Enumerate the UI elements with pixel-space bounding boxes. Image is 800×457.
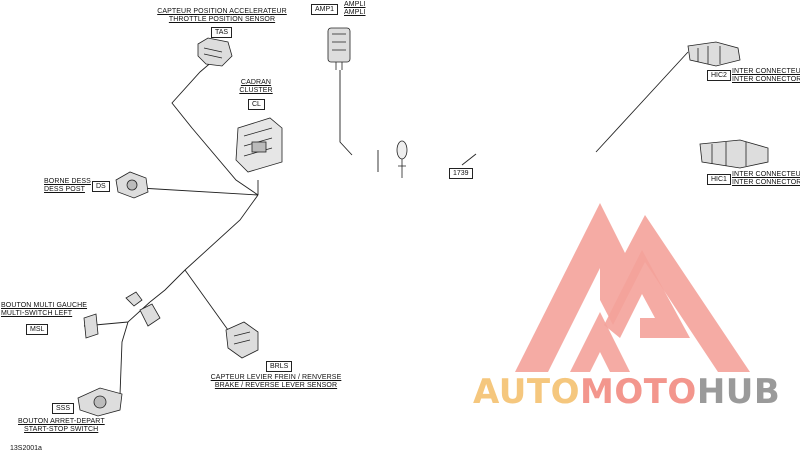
ds-label-fr: BORNE DESS [44,178,91,185]
tas-label-fr: CAPTEUR POSITION ACCELERATEUR [157,8,287,15]
harness-wires [83,51,689,396]
cluster-code-box: CL [248,99,265,110]
cluster-label-fr: CADRAN [240,79,272,86]
tas-code-box: TAS [211,27,233,38]
amp-connector-icon [327,27,351,70]
watermark-text: AUTOMOTOHUB [473,372,780,412]
hic1-connector-icon [699,139,769,169]
tas-label-en: THROTTLE POSITION SENSOR [168,16,276,23]
sss-label-en: START-STOP SWITCH [24,426,99,433]
amp-label-en: AMPLI [344,9,366,16]
sss-label-fr: BOUTON ARRET-DEPART [18,418,105,425]
cluster-label-en: CLUSTER [239,87,273,94]
watermark-logo [515,203,750,372]
amp-label-fr: AMPLI [344,1,366,8]
multi-switch-icon [83,291,161,339]
brls-label-en: BRAKE / REVERSE LEVER SENSOR [214,382,338,389]
brls-label-fr: CAPTEUR LEVIER FREIN / RENVERSE [210,374,342,381]
figure-id: 13S2001a [10,445,42,452]
ds-code-box: DS [92,181,110,192]
tas-connector-icon [197,37,233,67]
watermark-part-hub: HUB [696,372,781,412]
hic2-code-box: HIC2 [707,70,731,81]
msl-label-fr: BOUTON MULTI GAUCHE [1,302,88,309]
ds-label-en: DESS POST [44,186,85,193]
brls-code-box: BRLS [266,361,293,372]
part-number-box: 1739 [449,168,473,179]
msl-code-box: MSL [26,324,49,335]
msl-label-en: MULTI-SWITCH LEFT [1,310,73,317]
hic2-label-fr: INTER CONNECTEUR [732,68,800,75]
hic1-code-box: HIC1 [707,174,731,185]
hic1-label-fr: INTER CONNECTEUR [732,171,800,178]
dess-post-icon [115,171,149,199]
amp-code-box: AMP1 [311,4,339,15]
hic1-label-en: INTER CONNECTOR [732,179,800,186]
watermark-part-moto: MOTO [579,372,697,412]
hic2-connector-icon [687,41,741,67]
cluster-icon [235,117,283,173]
hic2-label-en: INTER CONNECTOR [732,76,800,83]
center-connector-icon [396,140,408,178]
watermark-part-auto: AUTO [473,372,580,412]
start-stop-switch-icon [77,387,123,417]
brake-reverse-sensor-icon [225,321,259,359]
sss-code-box: SSS [52,403,75,414]
